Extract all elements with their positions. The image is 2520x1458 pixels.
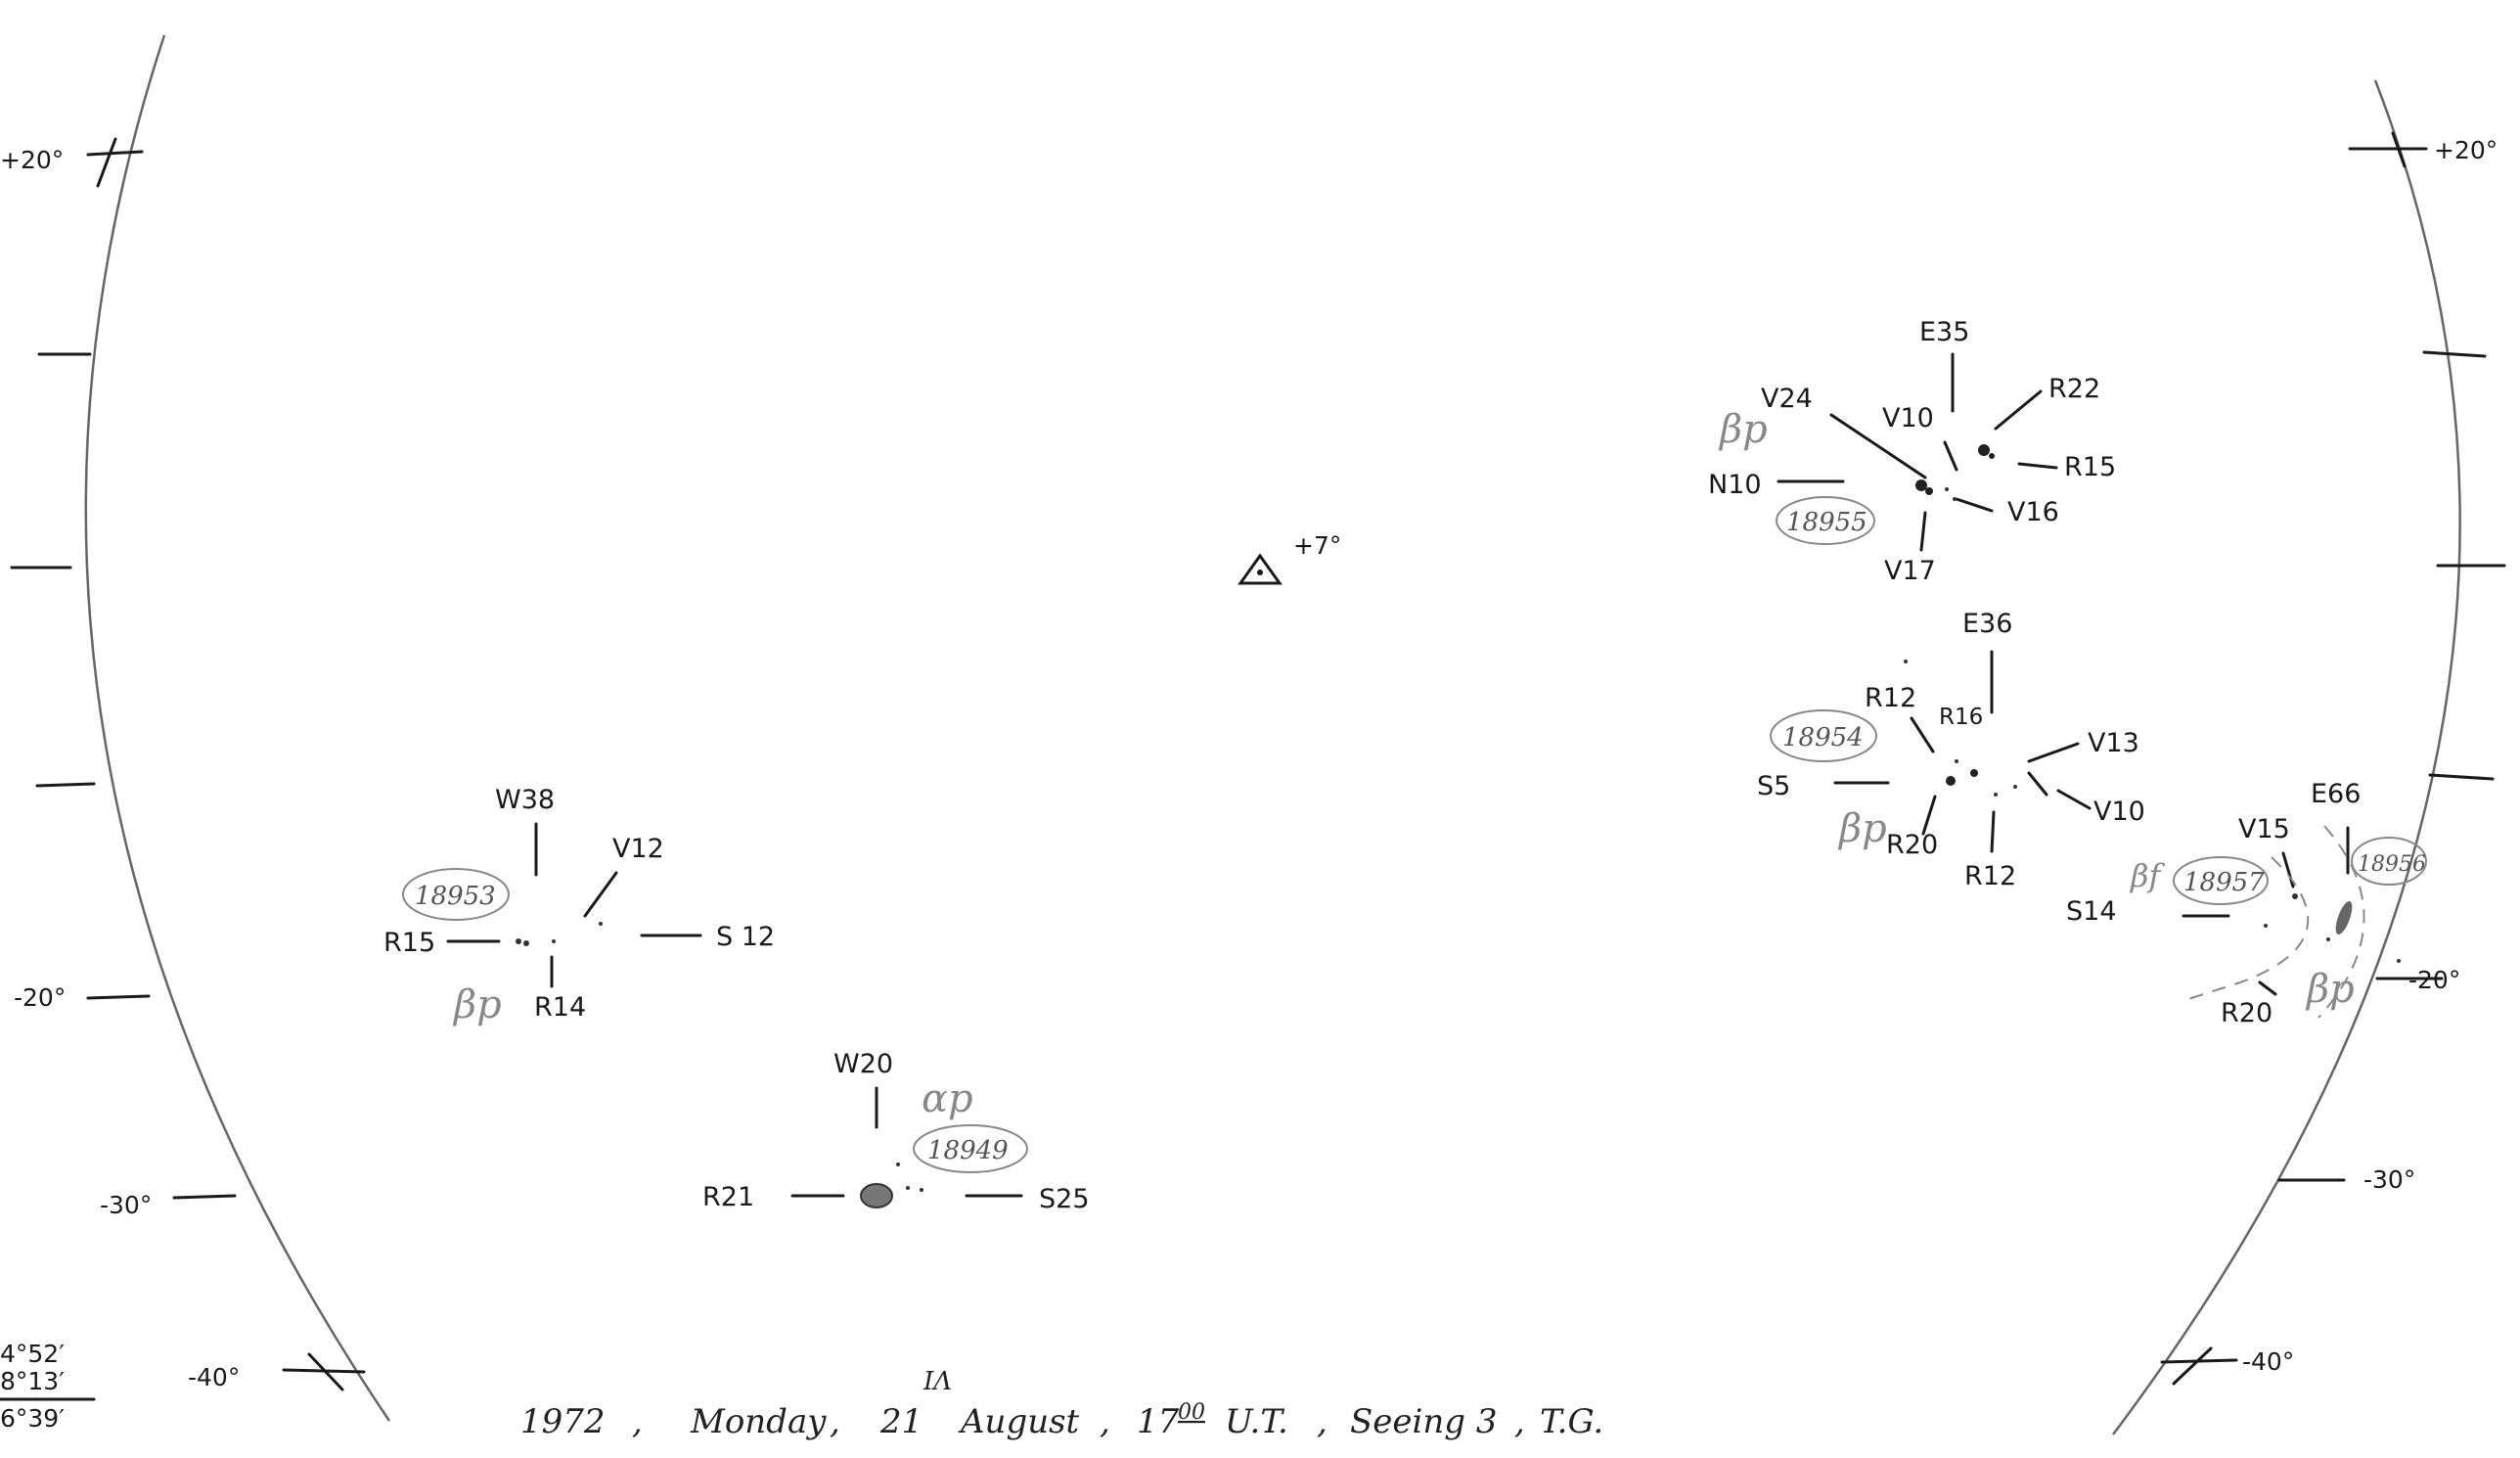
region-18953: W38 V12 R15 S 12 R14 18953 βp [383,785,775,1027]
region-18949: W20 R21 S25 18949 αp [702,1049,1090,1214]
svg-text:S 12: S 12 [716,922,775,952]
svg-text:N10: N10 [1708,470,1762,500]
svg-text:R20: R20 [1886,830,1938,860]
svg-text:R12: R12 [1865,683,1916,713]
svg-text:R22: R22 [2048,374,2100,404]
svg-text:R21: R21 [702,1182,754,1212]
svg-text:Monday: Monday [690,1402,827,1441]
svg-text:R12: R12 [1964,861,2016,891]
svg-text:E35: E35 [1919,317,1969,347]
svg-text:Seeing 3: Seeing 3 [1350,1402,1498,1441]
svg-text:R16: R16 [1939,705,1983,730]
svg-text:V13: V13 [2088,728,2139,758]
svg-text:W20: W20 [833,1049,893,1079]
svg-text:V17: V17 [1884,556,1936,586]
latitude-label-left-minus30: -30° [100,1191,152,1219]
svg-text:αp: αp [922,1076,973,1121]
svg-text:17: 17 [1137,1402,1180,1441]
latitude-label-right-plus20: +20° [2434,136,2498,164]
latitude-label-left-plus20: +20° [0,146,64,174]
svg-text:S25: S25 [1039,1184,1090,1214]
region-18955: E35 V24 V10 R22 R15 N10 V16 V17 18955 βp [1708,317,2116,586]
latitude-label-left-minus20: -20° [14,983,66,1012]
svg-text:V10: V10 [2093,797,2145,827]
svg-text:,: , [1514,1402,1525,1441]
svg-text:18954: 18954 [1782,723,1864,752]
svg-text:,: , [1100,1402,1110,1441]
latitude-ticks-right [2160,131,2506,1386]
svg-text:E36: E36 [1962,609,2012,639]
svg-text:βp: βp [1718,407,1768,452]
svg-text:βp: βp [452,982,502,1027]
svg-text:V16: V16 [2007,497,2059,527]
svg-text:E66: E66 [2311,779,2361,809]
corner-figures: 4°52′ 8°13′ 6°39′ [0,1340,96,1433]
svg-text:S5: S5 [1757,771,1790,801]
svg-text:R20: R20 [2221,998,2272,1028]
svg-text:+7°: +7° [1293,531,1341,560]
svg-text:R15: R15 [2064,452,2116,482]
svg-text:βp: βp [1837,806,1887,851]
latitude-ticks-left [10,137,366,1391]
svg-text:18957: 18957 [2183,868,2265,897]
latitude-label-right-minus20: -20° [2408,966,2460,994]
svg-text:S14: S14 [2066,896,2117,927]
svg-text:,: , [632,1402,643,1441]
disk-center-marker: +7° [1238,531,1341,585]
region-18957: S14 V15 R20 18957 βf βp [2066,814,2355,1028]
svg-text:βf: βf [2130,857,2166,894]
latitude-label-right-minus40: -40° [2242,1347,2294,1376]
svg-text:V24: V24 [1761,384,1813,414]
svg-text:R14: R14 [534,992,586,1023]
svg-text:18953: 18953 [415,882,496,911]
svg-text:T.G.: T.G. [1540,1402,1603,1441]
svg-text:8°13′: 8°13′ [0,1367,65,1395]
svg-text:,: , [1317,1402,1328,1441]
triangle-marker-icon [1238,553,1282,585]
svg-text:W38: W38 [495,785,555,815]
svg-text:1972: 1972 [520,1402,606,1441]
svg-text:4°52′: 4°52′ [0,1340,65,1368]
region-18956: E66 18956 [2311,779,2427,1019]
svg-text:18949: 18949 [927,1136,1009,1165]
solar-limb-left [84,34,391,1422]
observation-footer: 1972 , Monday , 21 ΙΛ August , 17 00 U.T… [520,1367,1603,1441]
svg-text:18955: 18955 [1786,508,1868,537]
solar-limb-right [2112,79,2461,1435]
svg-text:August: August [958,1402,1080,1441]
svg-text:U.T.: U.T. [1225,1402,1288,1441]
latitude-label-right-minus30: -30° [2363,1165,2415,1194]
svg-text:V10: V10 [1882,403,1934,433]
svg-text:21: 21 [879,1402,922,1441]
svg-text:,: , [830,1402,840,1441]
region-18954: E36 R12 R16 V13 S5 V10 R20 R12 18954 βp [1757,609,2145,891]
svg-text:ΙΛ: ΙΛ [922,1367,952,1396]
svg-text:18956: 18956 [2358,852,2426,877]
svg-text:00: 00 [1178,1400,1205,1425]
svg-text:6°39′: 6°39′ [0,1404,65,1433]
svg-text:V15: V15 [2238,814,2290,844]
svg-text:V12: V12 [612,834,664,864]
svg-text:R15: R15 [383,928,435,958]
latitude-label-left-minus40: -40° [188,1363,240,1391]
